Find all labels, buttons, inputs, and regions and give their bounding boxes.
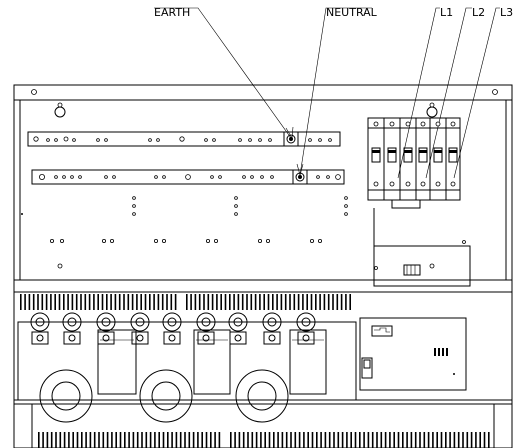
label-neutral: NEUTRAL xyxy=(326,6,378,19)
earth-busbar xyxy=(27,131,341,147)
label-l1: L1 xyxy=(440,6,453,19)
label-l2: L2 xyxy=(472,6,485,19)
leader-l2 xyxy=(425,7,472,179)
cabinet-frame xyxy=(13,84,513,448)
label-l3: L3 xyxy=(500,6,513,19)
leader-l1 xyxy=(397,7,440,179)
leader-lines xyxy=(154,7,500,179)
keyhole-mounts xyxy=(54,102,438,118)
leader-neutral xyxy=(299,7,372,176)
vent-slots-lower xyxy=(38,432,490,448)
neutral-busbar xyxy=(31,169,345,185)
leader-l3 xyxy=(453,7,500,179)
leader-earth xyxy=(154,7,292,139)
backplate-holes xyxy=(21,196,348,269)
phase-switch-block xyxy=(367,117,471,287)
vent-slots-upper xyxy=(20,294,351,310)
label-earth: EARTH xyxy=(154,6,190,19)
control-board xyxy=(359,317,467,391)
power-modules xyxy=(17,312,357,423)
